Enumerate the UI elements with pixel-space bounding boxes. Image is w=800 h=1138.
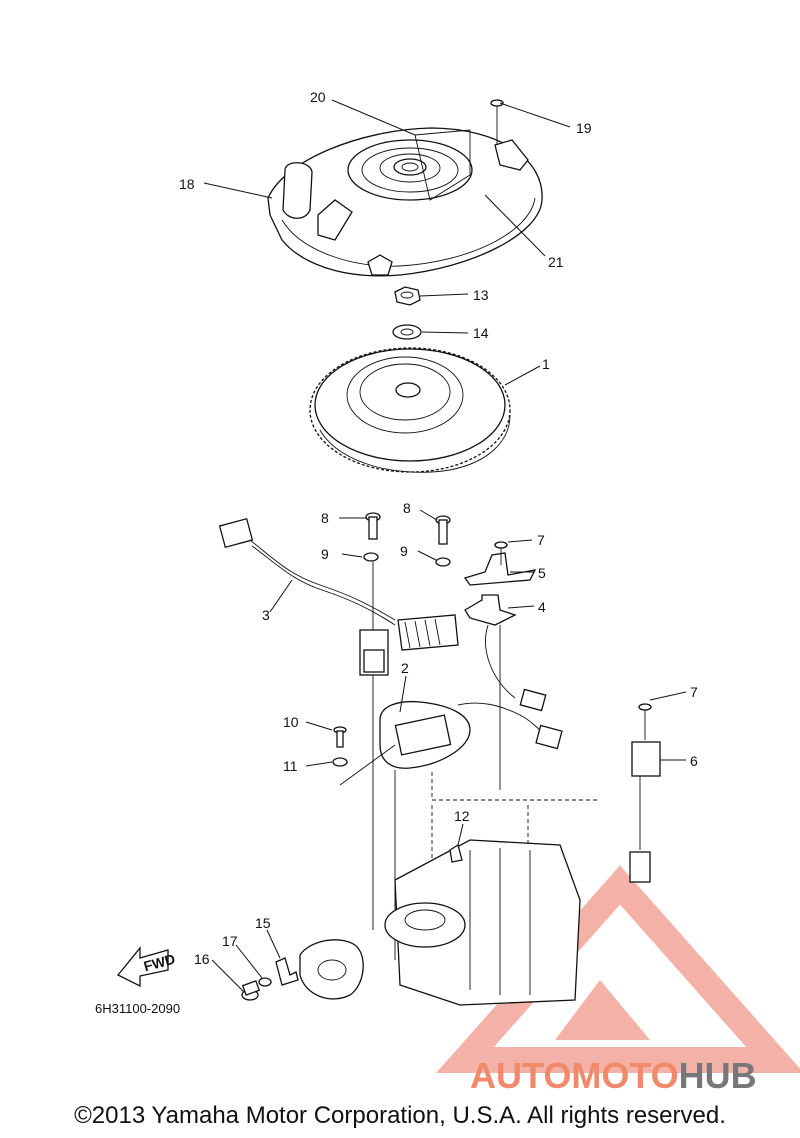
callout-16: 16	[194, 951, 210, 967]
callout-12: 12	[454, 808, 470, 824]
washer-9-left	[363, 552, 379, 562]
callout-18: 18	[179, 176, 195, 192]
screw-19	[490, 99, 504, 145]
wire-harness	[218, 517, 459, 676]
flywheel	[309, 347, 511, 473]
fwd-label: FWD	[142, 951, 177, 975]
bracket-5	[463, 552, 537, 586]
washer-11	[332, 757, 348, 767]
callout-3: 3	[262, 607, 270, 623]
callout-7-right: 7	[690, 684, 698, 700]
callout-11: 11	[283, 758, 298, 774]
callout-7-top: 7	[537, 532, 545, 548]
washer-14	[392, 324, 422, 340]
bolt-8-left	[365, 512, 381, 540]
callout-5: 5	[538, 565, 546, 581]
bolt-8-right	[435, 515, 451, 545]
callout-14: 14	[473, 325, 489, 341]
watermark-text: AUTOMOTOHUB	[470, 1055, 757, 1096]
callout-9-left: 9	[321, 546, 329, 562]
callout-2: 2	[401, 660, 409, 676]
callout-8-left: 8	[321, 510, 329, 526]
nut-13	[394, 286, 421, 306]
washer-9-right	[435, 557, 451, 567]
washer-17	[258, 977, 272, 987]
callout-8-right: 8	[403, 500, 411, 516]
callout-9-right: 9	[400, 543, 408, 559]
callout-13: 13	[473, 287, 489, 303]
clip-12	[449, 843, 463, 863]
leader-lines	[203, 99, 687, 993]
fwd-arrow-icon: FWD	[116, 946, 177, 988]
engine-block	[299, 839, 581, 1006]
screw-7-top	[494, 541, 508, 565]
stator-coil-2	[379, 700, 563, 769]
copyright-notice: ©2013 Yamaha Motor Corporation, U.S.A. A…	[74, 1102, 726, 1129]
bolt-16	[241, 980, 261, 1001]
callout-19: 19	[576, 120, 592, 136]
callout-4: 4	[538, 599, 546, 615]
callout-20: 20	[310, 89, 326, 105]
callout-17: 17	[222, 933, 238, 949]
watermark-part1: AUTOMOTO	[470, 1055, 679, 1096]
callout-21: 21	[548, 254, 564, 270]
watermark-part2: HUB	[679, 1055, 757, 1096]
screw-10	[333, 726, 347, 748]
pulser-coil-4	[464, 594, 547, 790]
flywheel-cover	[267, 127, 543, 277]
callout-6: 6	[690, 753, 698, 769]
callout-15: 15	[255, 915, 271, 931]
cdi-unit-6	[629, 703, 661, 883]
bracket-15	[275, 957, 299, 986]
callout-10: 10	[283, 714, 299, 730]
callout-1: 1	[542, 356, 550, 372]
diagram-code: 6H31100-2090	[95, 1001, 180, 1016]
